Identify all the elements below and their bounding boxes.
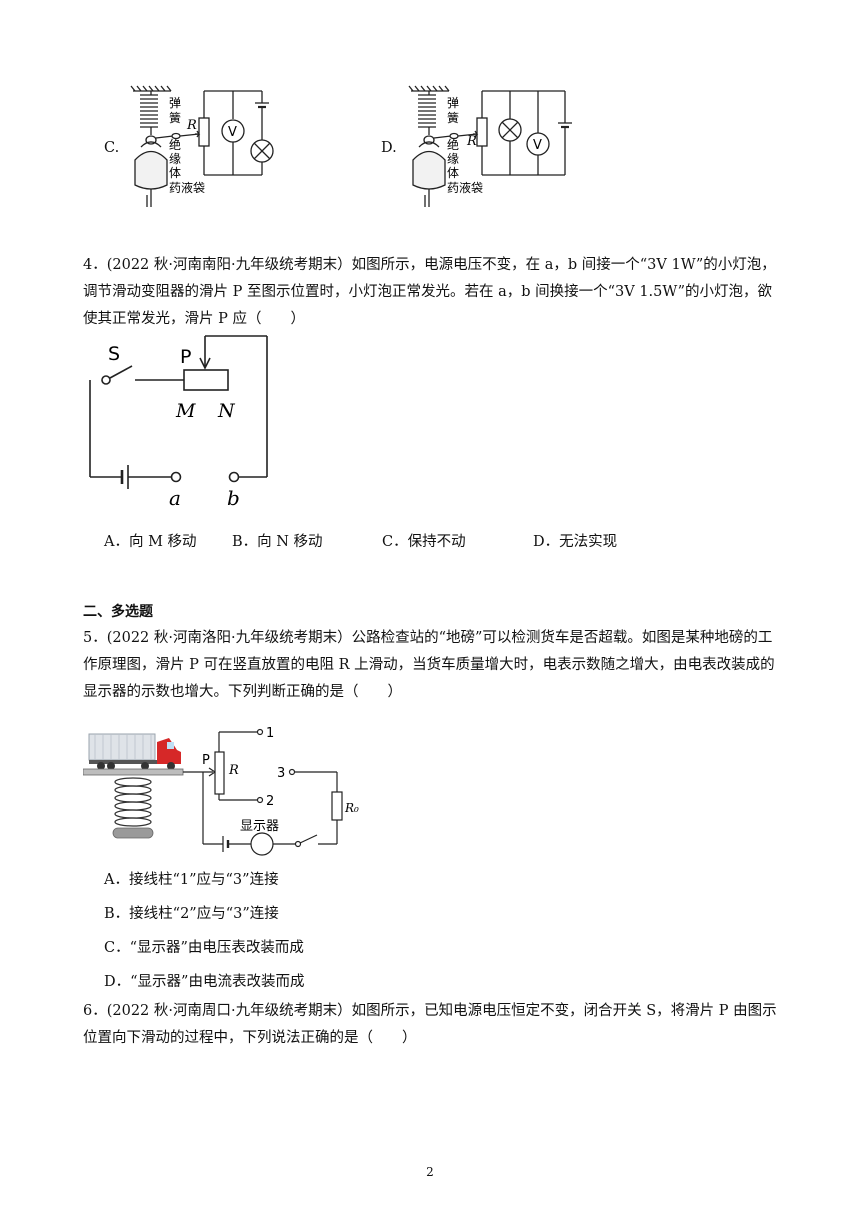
q3c-insulator-label-3: 体 <box>169 166 181 180</box>
q5-resistor-r-label: R <box>228 763 239 778</box>
q5-option-d: D．“显示器”由电流表改装而成 <box>104 974 305 990</box>
q3c-insulator-label-1: 绝 <box>169 137 181 152</box>
q4-terminal-n-label: N <box>217 400 236 422</box>
q3d-bag-label: 药液袋 <box>447 180 483 195</box>
q3c-spring-label-1: 弹 <box>169 96 181 110</box>
q5-slider-label: P <box>202 753 210 768</box>
q4-option-c: C．保持不动 <box>382 534 466 550</box>
q3-option-c-label: C. <box>104 140 120 156</box>
q4-question-text: 4．(2022 秋·河南南阳·九年级统考期末）如图所示，电源电压不变，在 a，b… <box>83 257 776 327</box>
q5-option-b: B．接线柱“2”应与“3”连接 <box>104 906 279 922</box>
q5-option-a: A．接线柱“1”应与“3”连接 <box>104 872 279 888</box>
q5-question-text: 5．(2022 秋·河南洛阳·九年级统考期末）公路检查站的“地磅”可以检测货车是… <box>83 630 775 700</box>
q3d-r-label: R <box>466 134 477 149</box>
q3c-insulator-label-2: 缘 <box>169 152 181 166</box>
q4-switch-label: S <box>108 343 120 365</box>
q3-option-d-circuit: 弹 簧 R 绝 缘 体 药液袋 V <box>408 85 572 207</box>
q4-terminal-m-label: M <box>175 400 196 422</box>
q3d-insulator-label-2: 缘 <box>447 152 459 166</box>
q3d-spring-label-1: 弹 <box>447 96 459 110</box>
q5-terminal-2-label: 2 <box>266 794 274 809</box>
page-number: 2 <box>426 1165 434 1179</box>
q4-terminal-a-label: a <box>169 486 181 510</box>
q4-circuit-diagram: S P M N a b <box>89 335 268 510</box>
q3-option-d-label: D. <box>381 140 397 156</box>
q3d-insulator-label-1: 绝 <box>447 137 459 152</box>
q6-question-text: 6．(2022 秋·河南周口·九年级统考期末）如图所示，已知电源电压恒定不变，闭… <box>83 1003 777 1046</box>
q3d-spring-label-2: 簧 <box>447 110 459 125</box>
q4-terminal-b-label: b <box>227 486 240 510</box>
q3d-insulator-label-3: 体 <box>447 166 459 180</box>
section-heading: 二、多选题 <box>83 604 153 620</box>
q3-option-c-circuit: 弹 簧 R 绝 缘 体 药液袋 V <box>130 85 274 207</box>
q5-display-label: 显示器 <box>240 819 279 834</box>
q5-weighbridge-diagram: P R 1 2 3 R₀ 显示器 <box>83 726 359 856</box>
q5-terminal-3-label: 3 <box>277 766 285 781</box>
q4-option-b: B．向 N 移动 <box>232 534 323 550</box>
q3c-bag-label: 药液袋 <box>169 180 205 195</box>
q4-option-a: A．向 M 移动 <box>104 534 197 550</box>
q3c-voltmeter-label: V <box>228 125 237 140</box>
q5-option-c: C．“显示器”由电压表改装而成 <box>104 940 304 956</box>
q3c-spring-label-2: 簧 <box>169 110 181 125</box>
q4-option-d: D．无法实现 <box>533 534 618 550</box>
q3d-voltmeter-label: V <box>533 138 542 153</box>
q4-slider-label: P <box>180 346 191 368</box>
q5-resistor-r0-label: R₀ <box>344 801 359 815</box>
q5-terminal-1-label: 1 <box>266 726 274 741</box>
q3c-r-label: R <box>186 118 197 133</box>
